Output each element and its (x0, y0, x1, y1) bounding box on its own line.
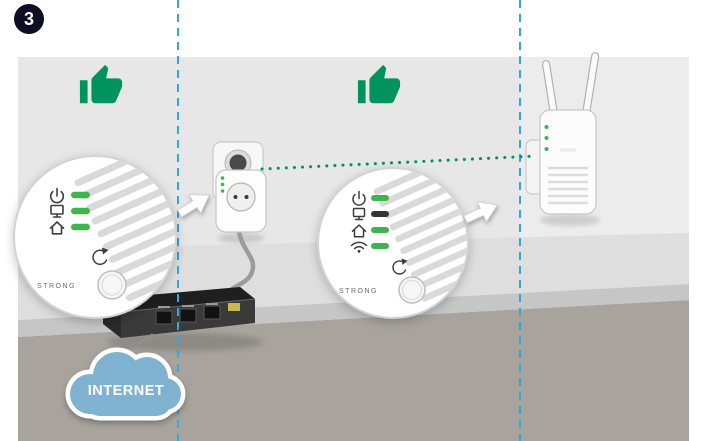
powerline-adapter (215, 169, 267, 297)
device-inset-right: STRONG (317, 167, 469, 319)
home-icon (49, 221, 65, 235)
extender-shadow (540, 214, 600, 226)
ethernet-led (371, 211, 389, 217)
ethernet-icon (50, 204, 64, 218)
power-led (71, 191, 90, 199)
ethernet-ports (155, 303, 240, 325)
zoom-arrow-right-icon (463, 201, 499, 224)
adapter-led (220, 176, 225, 180)
pair-icon (392, 258, 408, 275)
device-vents (373, 168, 468, 302)
wifi-icon (350, 241, 368, 253)
ethernet-led (71, 207, 90, 215)
thumbs-up-right-icon (357, 64, 401, 104)
extender-led (544, 136, 549, 140)
wifi-led (371, 243, 389, 249)
home-led (371, 227, 389, 233)
adapter-led (220, 182, 225, 187)
step-number-badge: 3 (14, 4, 44, 34)
device-inset-left: STRONG (13, 155, 177, 319)
power-icon (352, 190, 366, 206)
brand-label: STRONG (339, 288, 378, 295)
wifi-extender (525, 52, 600, 215)
internet-cloud: INTERNET (65, 347, 186, 421)
powerline-signal-dotted-line (260, 154, 538, 171)
power-led (371, 195, 389, 201)
floor (18, 300, 689, 441)
ethernet-icon (352, 207, 366, 221)
power-icon (49, 187, 65, 204)
brand-label: STRONG (37, 283, 76, 290)
extender-led (544, 125, 549, 129)
pair-icon (92, 247, 109, 266)
internet-label: INTERNET (88, 383, 165, 399)
step-number: 3 (23, 8, 34, 29)
home-icon (351, 224, 367, 238)
cloud-shape (70, 352, 181, 416)
extender-led (544, 147, 549, 151)
home-led (71, 223, 90, 231)
thumbs-up-left-icon (79, 64, 123, 104)
zoom-arrow-left-icon (176, 194, 210, 218)
extender-vents (548, 166, 588, 205)
adapter-led (220, 189, 225, 193)
